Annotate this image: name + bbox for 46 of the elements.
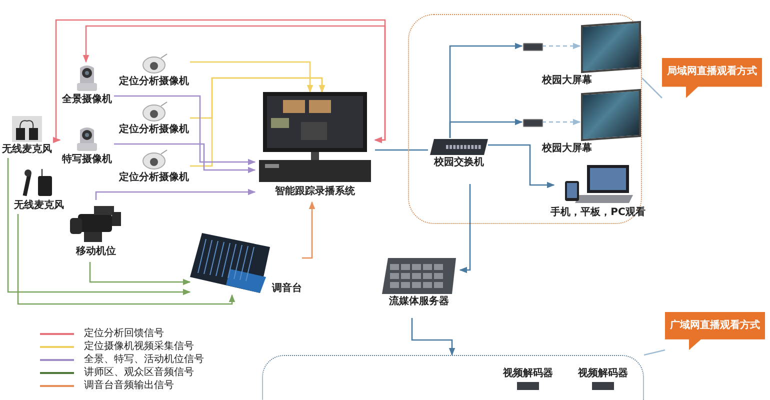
arrow [449,118,523,138]
arrow [114,143,256,174]
device-label: 全景摄像机 [62,94,112,106]
arrow [302,201,316,259]
legend-label: 全景、特写、活动机位信号 [84,354,204,366]
legend-label: 调音台音频输出信号 [84,380,174,392]
device-label: 定位分析摄像机 [119,124,189,136]
screen-caption: 校园大屏幕 [542,143,592,155]
device-label: 无线麦克风 [14,200,64,212]
arrow [542,118,581,126]
screen-caption: 校园大屏幕 [542,75,592,87]
arrow [7,158,191,296]
arrow [89,262,191,286]
connector-line [375,149,428,151]
device-label: 智能跟踪录播系统 [275,186,355,198]
arrow [190,77,326,167]
device-label: 移动机位 [76,246,116,258]
arrow [488,144,555,188]
device-label: 视频解码器 [503,368,553,380]
display-screen [581,20,641,74]
device-label: 特写摄像机 [62,154,112,166]
legend-label: 讲师区、观众区音频信号 [84,367,194,379]
callout-box: 广域网直播观看方式 [665,312,765,350]
arrow [17,214,236,305]
arrow [190,61,314,93]
arrow [459,184,471,274]
encoder-box [523,119,543,127]
device-label: 校园交换机 [434,157,484,169]
device-label: 定位分析摄像机 [119,172,189,184]
device-label: 无线麦克风 [2,144,52,156]
encoder-box [523,43,543,51]
device-label: 流媒体服务器 [389,296,449,308]
device-label: 定位分析摄像机 [119,76,189,88]
display-screen [581,88,641,142]
device-label: 调音台 [272,283,302,295]
connector-line [642,78,662,98]
connector-line [644,349,666,356]
arrow [95,188,256,200]
device-label: 手机，平板，PC观看 [550,207,646,219]
arrow [114,95,256,166]
legend-label: 定位分析回馈信号 [84,328,164,340]
arrow [542,42,581,50]
device-label: 视频解码器 [578,368,628,380]
legend-label: 定位摄像机视频采集信号 [84,341,194,353]
arrow [411,318,456,356]
callout-box: 局域网直播观看方式 [662,58,762,98]
